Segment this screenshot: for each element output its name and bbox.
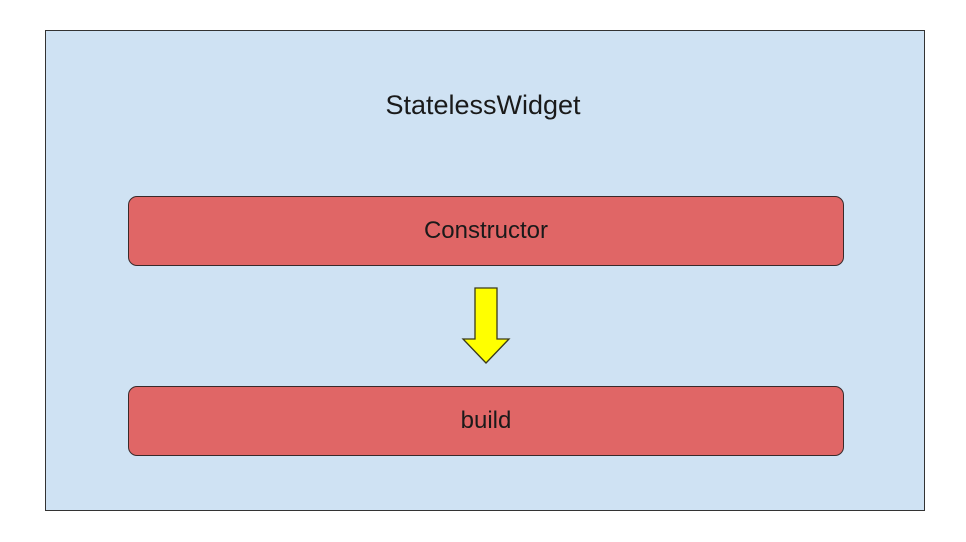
build-step: build [128, 386, 844, 456]
constructor-step: Constructor [128, 196, 844, 266]
arrow-down-icon [461, 287, 511, 364]
constructor-step-label: Constructor [423, 217, 549, 244]
build-step-label: build [460, 407, 512, 434]
diagram-title: StatelessWidget [385, 90, 581, 120]
